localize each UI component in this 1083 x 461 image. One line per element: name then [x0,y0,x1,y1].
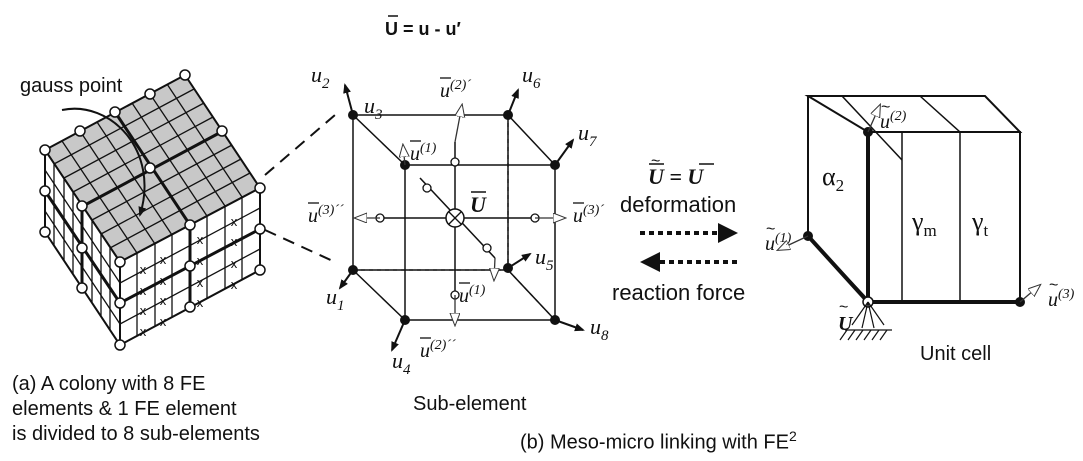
gauss-point-mark: x [197,275,204,290]
unit-cell-label: Unit cell [920,343,991,365]
node-label-u2: u2 [311,62,330,92]
svg-text:~: ~ [651,153,660,170]
gauss-point-mark: x [231,214,238,229]
node-label-u4: u4 [392,348,411,378]
gauss-point-mark: x [140,324,147,339]
node-label-u6: u6 [522,62,541,92]
disp-label-u-1-bottom: u(1) [459,283,486,307]
gauss-point-label: gauss point [20,75,123,97]
phase-gamma-t: γt [971,207,989,240]
deformation-label: deformation [620,192,736,217]
gauss-point-mark: x [197,295,204,310]
equal-label: U = U [648,164,704,189]
caption-a-line2: elements & 1 FE element [12,398,237,420]
svg-text:~: ~ [766,221,775,238]
phase-alpha2: α2 [822,162,844,195]
gauss-point-mark: x [140,262,147,277]
caption-b: (b) Meso-micro linking with FE2 [520,428,797,455]
gauss-point-mark: x [140,303,147,318]
unit-cell [778,95,1040,341]
gauss-point-mark: x [160,273,167,288]
cell-disp-U: U [838,313,854,335]
gauss-point-mark: x [140,283,147,298]
node-label-u5: u5 [535,244,554,274]
gauss-point-arrow [61,107,147,217]
disp-label-u-3p: u(3)´ [573,203,604,227]
gauss-point-mark: x [160,293,167,308]
caption-b-sup: 2 [788,428,797,444]
gauss-point-mark: x [197,253,204,268]
sub-element-cube [338,83,585,352]
disp-label-u-2pp: u(2)´´ [420,338,456,362]
phase-gamma-m: γm [911,207,937,240]
node-label-u8: u8 [590,314,609,344]
colony-cube: x x x x x x x x x x x x x x x x [39,69,266,351]
cell-disp-u3: u(3) [1048,287,1075,311]
caption-a-line3: is divided to 8 sub-elements [12,423,260,445]
disp-label-u-3pp: u(3)´´ [308,203,344,227]
sub-element-label: Sub-element [413,393,527,415]
disp-label-u-2p: u(2)´ [440,78,471,102]
gauss-point-mark: x [231,277,238,292]
svg-text:~: ~ [1049,277,1058,294]
svg-text:~: ~ [881,99,890,116]
node-label-u3: u3 [364,93,383,123]
gauss-point-mark: x [231,256,238,271]
svg-text:~: ~ [839,299,848,316]
linking-arrows: U = U deformation reaction force [612,163,745,305]
reaction-force-label: reaction force [612,280,745,305]
disp-label-u-1-top: u(1) [410,141,437,165]
caption-b-text: (b) Meso-micro linking with FE [520,431,789,454]
gauss-point-mark: x [231,234,238,249]
node-label-u1: u1 [326,284,345,314]
gauss-point-mark: x [197,232,204,247]
gauss-point-mark: x [160,314,167,329]
caption-a-line1: (a) A colony with 8 FE [12,373,206,395]
node-label-u7: u7 [578,120,598,150]
cell-disp-u2: u(2) [880,109,907,133]
cell-disp-u1: u(1) [765,231,792,255]
gauss-point-mark: x [160,252,167,267]
center-U-label: U [470,192,487,217]
zoom-line-top [264,114,336,176]
top-equation: U = u - u′ [385,19,461,39]
zoom-line-bottom [264,229,336,263]
